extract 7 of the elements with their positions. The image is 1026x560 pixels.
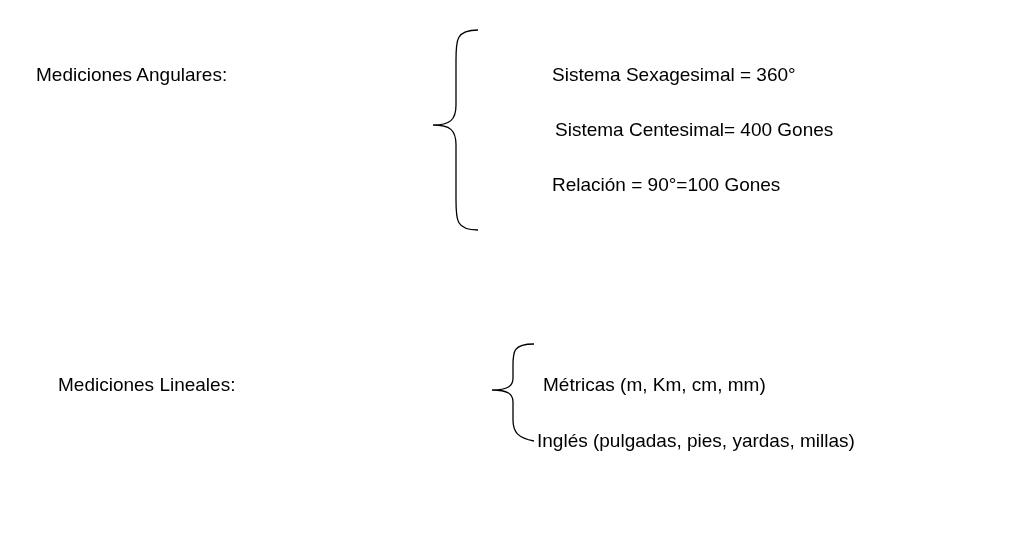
category-heading: Mediciones Lineales: xyxy=(58,374,236,396)
item-text: Métricas (m, Km, cm, mm) xyxy=(543,374,766,396)
item-text: Inglés (pulgadas, pies, yardas, millas) xyxy=(537,430,855,452)
category-heading: Mediciones Angulares: xyxy=(36,64,228,86)
item-text: Sistema Centesimal= 400 Gones xyxy=(555,119,834,141)
item-text: Relación = 90°=100 Gones xyxy=(552,174,781,196)
item-text: Sistema Sexagesimal = 360° xyxy=(552,64,796,86)
